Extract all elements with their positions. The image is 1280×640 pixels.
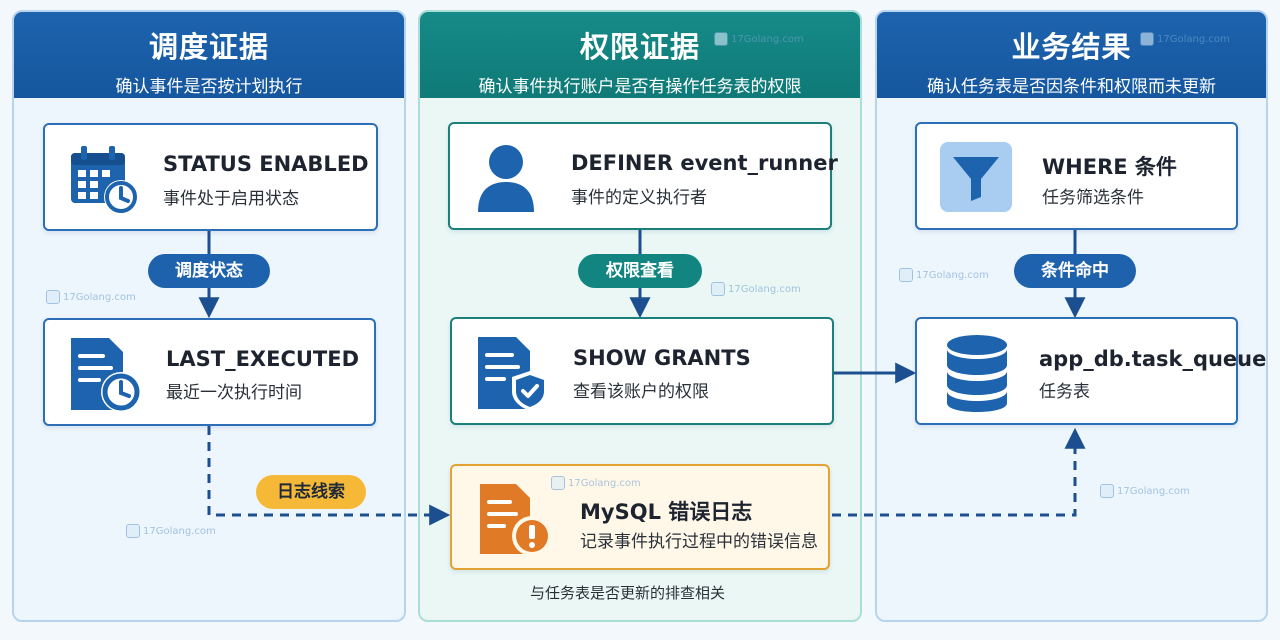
panel-title: 权限证据 [579,30,700,64]
card-title: app_db.task_queue [1039,347,1267,371]
watermark: 17Golang.com [551,476,641,490]
card-subtitle: 事件处于启用状态 [163,189,299,209]
user-icon [476,142,536,218]
panel-header: 业务结果 确认任务表是否因条件和权限而未更新 [877,12,1266,98]
card-title: STATUS ENABLED [163,152,369,176]
document-clock-icon [67,336,147,420]
footnote: 与任务表是否更新的排查相关 [530,584,726,602]
card-subtitle: 任务筛选条件 [1042,188,1144,208]
panel-subtitle: 确认事件执行账户是否有操作任务表的权限 [478,77,802,97]
card-status-enabled: STATUS ENABLED 事件处于启用状态 [43,123,378,231]
panel-header: 权限证据 确认事件执行账户是否有操作任务表的权限 [420,12,860,98]
funnel-icon [939,141,1013,217]
card-subtitle: 最近一次执行时间 [166,383,302,403]
card-mysql-error-log: MySQL 错误日志 记录事件执行过程中的错误信息 [450,464,830,570]
panel-header: 调度证据 确认事件是否按计划执行 [14,12,404,98]
panel-subtitle: 确认事件是否按计划执行 [115,77,303,97]
pill-log-clue: 日志线索 [256,475,366,509]
database-icon [945,333,1009,417]
pill-schedule-status: 调度状态 [148,254,270,288]
panel-subtitle: 确认任务表是否因条件和权限而未更新 [927,77,1216,97]
card-definer: DEFINER event_runner 事件的定义执行者 [448,122,838,230]
watermark: 17Golang.com [1140,32,1230,46]
watermark: 17Golang.com [711,282,801,296]
card-task-queue: app_db.task_queue 任务表 [915,317,1266,425]
card-subtitle: 任务表 [1039,382,1090,402]
watermark: 17Golang.com [899,268,989,282]
card-title: SHOW GRANTS [573,346,751,370]
watermark: 17Golang.com [126,524,216,538]
card-last-executed: LAST_EXECUTED 最近一次执行时间 [43,318,376,426]
watermark: 17Golang.com [1100,484,1190,498]
panel-business-result: 业务结果 确认任务表是否因条件和权限而未更新 [875,10,1268,622]
watermark: 17Golang.com [714,32,804,46]
card-show-grants: SHOW GRANTS 查看该账户的权限 [450,317,834,425]
document-error-icon [476,482,556,564]
panel-title: 调度证据 [148,30,269,64]
panel-title: 业务结果 [1011,30,1132,64]
card-subtitle: 事件的定义执行者 [571,188,707,208]
calendar-clock-icon [67,143,143,223]
card-subtitle: 记录事件执行过程中的错误信息 [580,532,818,552]
card-title: WHERE 条件 [1042,155,1177,179]
card-where-condition: WHERE 条件 任务筛选条件 [915,122,1238,230]
panel-schedule-evidence: 调度证据 确认事件是否按计划执行 [12,10,406,622]
card-title: LAST_EXECUTED [166,347,360,371]
pill-condition-hit: 条件命中 [1014,254,1136,288]
card-title: DEFINER event_runner [571,151,838,175]
pill-permission-check: 权限查看 [578,254,702,288]
watermark: 17Golang.com [46,290,136,304]
card-title: MySQL 错误日志 [580,500,753,524]
document-shield-icon [474,335,554,419]
card-subtitle: 查看该账户的权限 [573,382,709,402]
